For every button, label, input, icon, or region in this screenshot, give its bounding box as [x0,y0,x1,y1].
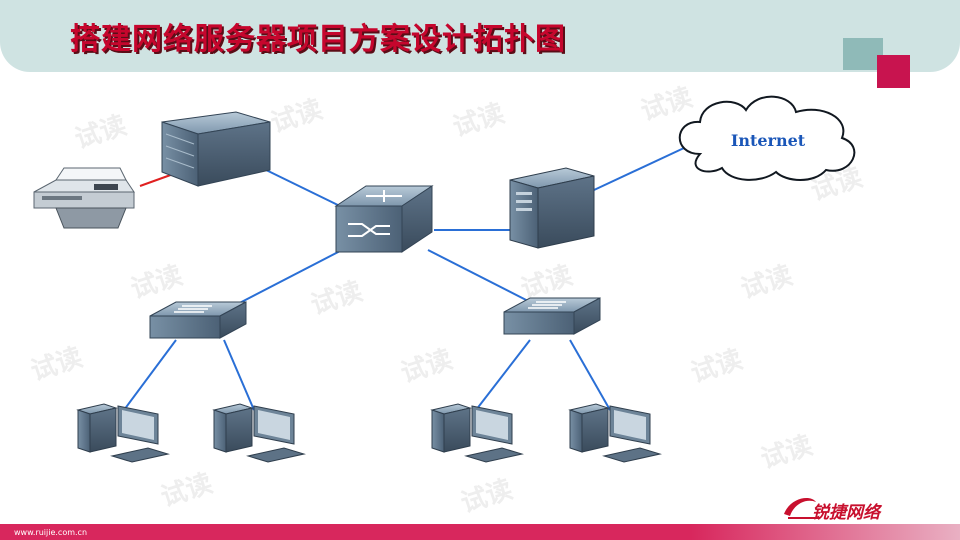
rack-server-icon [161,111,271,187]
logo-text: 锐捷网络 [812,503,880,523]
tower-server-icon [509,167,595,249]
link-right-switch-pc4 [569,339,611,411]
computer-icon [76,403,170,463]
link-core-left-switch [225,249,343,311]
computer-icon [430,403,524,463]
link-storage-core [261,167,345,209]
link-right-switch-pc3 [475,339,531,411]
computer-icon [568,403,662,463]
core-switch-icon [334,185,434,253]
link-core-right-switch [427,249,535,305]
footer-bar [0,524,960,540]
cloud-label: Internet [731,131,806,150]
header-band [0,0,960,72]
switch-icon [503,297,601,335]
switch-icon [149,301,247,339]
link-left-switch-pc2 [223,339,255,411]
link-left-switch-pc1 [123,339,177,411]
footer-url: www.ruijie.com.cn [14,528,88,537]
link-tower-internet [593,147,685,191]
cloud-icon: Internet [678,95,856,181]
page-title: 搭建网络服务器项目方案设计拓扑图 [70,22,566,57]
header-deco-pink [877,55,910,88]
printer-icon [33,167,135,229]
header-deco-teal [843,38,883,70]
ruijie-logo-icon [784,498,820,519]
computer-icon [212,403,306,463]
